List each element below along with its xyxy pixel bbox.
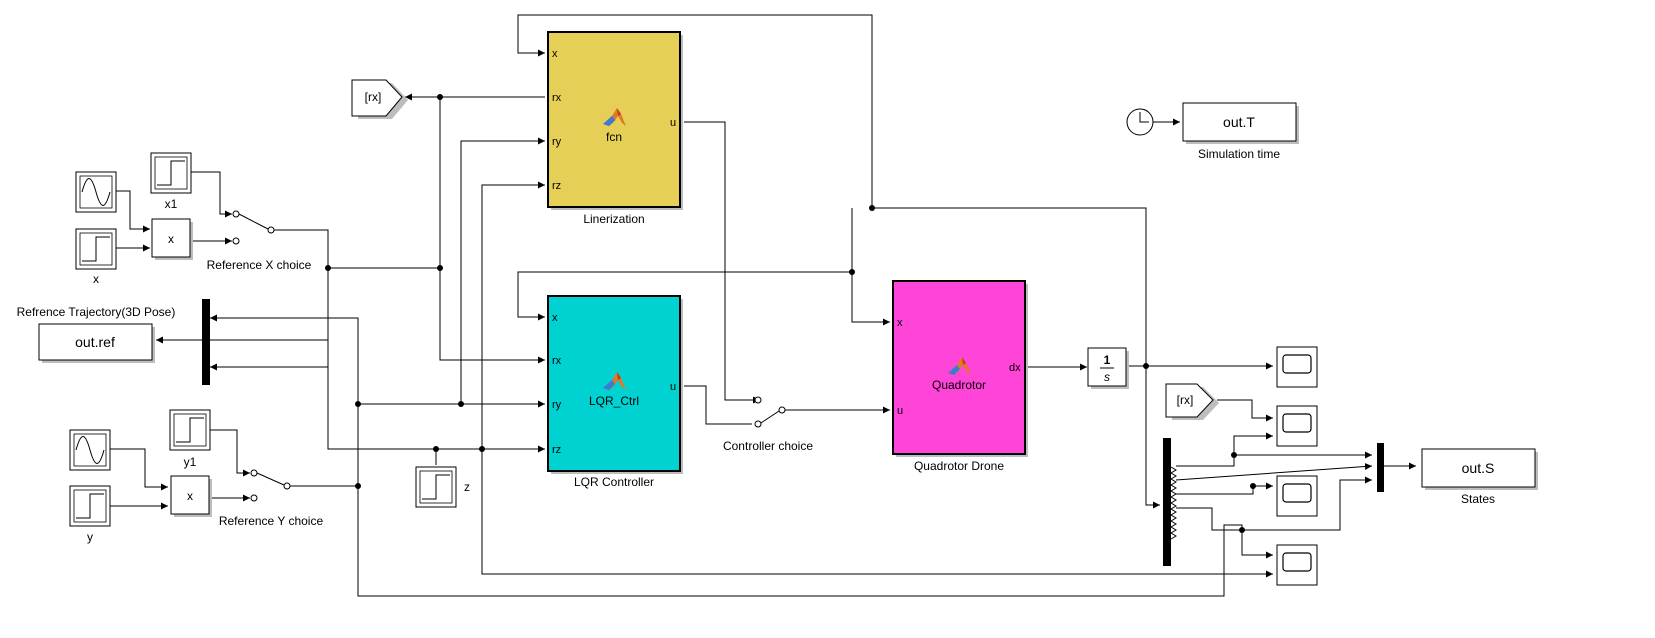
product-x-block[interactable]: x xyxy=(151,218,193,260)
step-icon xyxy=(415,466,457,508)
z-step-block[interactable]: z xyxy=(415,466,470,508)
ref-caption: Refrence Trajectory(3D Pose) xyxy=(17,305,176,319)
states-caption: States xyxy=(1461,492,1495,506)
function-label: LQR_Ctrl xyxy=(589,394,639,408)
block-name: y1 xyxy=(184,455,197,469)
y1-step-block[interactable]: y1 xyxy=(169,409,211,469)
states-mux-bar[interactable] xyxy=(1377,443,1384,492)
step-icon xyxy=(75,228,117,270)
port-u-label: u xyxy=(897,405,903,417)
quadrotor-drone-block[interactable]: x u dx Quadrotor Quadrotor Drone xyxy=(892,280,1028,473)
sim-time-caption: Simulation time xyxy=(1198,147,1280,161)
port-x-label: x xyxy=(552,48,558,60)
from-rx-block[interactable]: [rx] xyxy=(1165,383,1219,420)
lqr-controller-block[interactable]: x rx ry rz u LQR_Ctrl LQR Controller xyxy=(547,295,683,489)
step-icon xyxy=(150,152,192,194)
linearization-block[interactable]: x rx ry rz u fcn Linerization xyxy=(547,31,683,226)
block-name: Linerization xyxy=(583,212,644,226)
goto-tag-label: [rx] xyxy=(365,90,382,104)
step-icon xyxy=(69,485,111,527)
scope-1[interactable] xyxy=(1276,346,1318,388)
sine-wave-icon xyxy=(75,171,117,213)
integrator-numerator: 1 xyxy=(1104,353,1111,367)
junction-dots xyxy=(325,94,1256,533)
block-name: y xyxy=(87,530,93,544)
product-y-block[interactable]: x xyxy=(170,475,212,517)
block-name: x1 xyxy=(165,197,178,211)
y-sine-block[interactable] xyxy=(69,429,111,471)
reference-output-block[interactable]: out.ref Refrence Trajectory(3D Pose) xyxy=(17,305,176,363)
port-rx-label: rx xyxy=(552,92,562,104)
demux-block[interactable] xyxy=(1163,438,1177,566)
states-value: out.S xyxy=(1462,460,1495,476)
port-rz-label: rz xyxy=(552,444,561,456)
port-u-label: u xyxy=(670,117,676,129)
goto-rx-block[interactable]: [rx] xyxy=(351,79,408,119)
from-tag-label: [rx] xyxy=(1177,393,1194,407)
block-name: x xyxy=(93,272,99,286)
block-name: z xyxy=(464,480,470,494)
block-name: Quadrotor Drone xyxy=(914,459,1004,473)
clock-block[interactable] xyxy=(1126,108,1154,136)
port-u-label: u xyxy=(670,381,676,393)
port-rz-label: rz xyxy=(552,180,561,192)
port-ry-label: ry xyxy=(552,399,562,411)
switch-name: Controller choice xyxy=(723,439,813,453)
x1-step-block[interactable]: x1 xyxy=(150,152,192,211)
port-x-label: x xyxy=(897,317,903,329)
switch-name: Reference X choice xyxy=(207,258,312,272)
controller-switch[interactable]: Controller choice xyxy=(723,396,813,453)
reference-y-switch[interactable]: Reference Y choice xyxy=(219,469,324,528)
integrator-denominator: s xyxy=(1104,370,1110,384)
states-output-block[interactable]: out.S States xyxy=(1421,448,1538,506)
sim-time-output-block[interactable]: out.T Simulation time xyxy=(1182,102,1299,161)
port-ry-label: ry xyxy=(552,136,562,148)
x-step-block[interactable]: x xyxy=(75,228,117,286)
switch-name: Reference Y choice xyxy=(219,514,324,528)
scope-2[interactable] xyxy=(1276,405,1318,447)
port-rx-label: rx xyxy=(552,355,562,367)
clock-icon xyxy=(1139,112,1149,123)
sine-wave-icon xyxy=(69,429,111,471)
x-sine-block[interactable] xyxy=(75,171,117,213)
y-step-block[interactable]: y xyxy=(69,485,111,544)
step-icon xyxy=(169,409,211,451)
product-symbol: x xyxy=(168,232,174,246)
reference-mux-bar[interactable] xyxy=(202,299,210,385)
scope-4[interactable] xyxy=(1276,544,1318,586)
port-dx-label: dx xyxy=(1009,362,1021,374)
scope-3[interactable] xyxy=(1276,475,1318,517)
integrator-block[interactable]: 1 s xyxy=(1087,347,1129,389)
product-symbol: x xyxy=(187,489,193,503)
function-label: Quadrotor xyxy=(932,378,986,392)
port-x-label: x xyxy=(552,312,558,324)
connection-lines xyxy=(110,14,1416,597)
sim-time-value: out.T xyxy=(1223,114,1255,130)
block-name: LQR Controller xyxy=(574,475,654,489)
reference-x-switch[interactable]: Reference X choice xyxy=(207,210,312,272)
ref-value: out.ref xyxy=(75,334,115,350)
function-label: fcn xyxy=(606,130,622,144)
